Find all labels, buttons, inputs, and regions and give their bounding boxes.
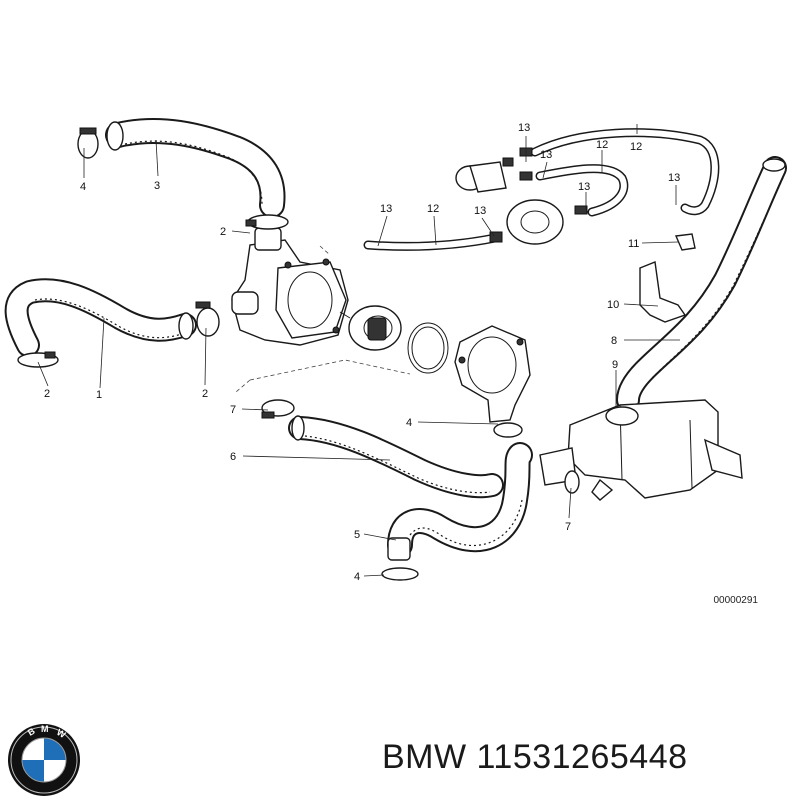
water-pump-housing: [231, 227, 349, 346]
hose-12-lower: [363, 233, 500, 251]
callout-7: 7: [230, 404, 236, 416]
hose-5: [387, 442, 533, 561]
callout-6: 6: [230, 451, 236, 463]
callout-8: 8: [611, 335, 617, 347]
callout-4: 4: [80, 181, 86, 193]
callout-2: 2: [220, 226, 226, 238]
clip-11: [674, 233, 696, 251]
thermostat: [339, 305, 402, 351]
callout-12: 12: [596, 139, 608, 151]
hose-12-middle: [535, 164, 629, 217]
bmw-roundel-icon: B M W: [8, 724, 80, 796]
hose-6: [288, 415, 504, 499]
o-ring: [407, 322, 449, 374]
hose-12-top: [530, 128, 720, 216]
thermostat-cover: [454, 325, 531, 423]
hose-8: [616, 156, 787, 412]
leader-lines: [37, 124, 680, 577]
assembly-line: [249, 359, 411, 381]
callout-1: 1: [96, 389, 102, 401]
part-number-caption: BMW 11531265448: [382, 738, 688, 776]
callout-13: 13: [578, 181, 590, 193]
svg-text:M: M: [41, 724, 49, 734]
callout-7: 7: [565, 521, 571, 533]
svg-text:B: B: [26, 726, 37, 738]
callout-2: 2: [202, 388, 208, 400]
callout-5: 5: [354, 529, 360, 541]
expansion-tank: [539, 399, 743, 501]
callout-12: 12: [427, 203, 439, 215]
vacuum-actuator: [455, 147, 533, 193]
callouts: 4 3 2 2 1 2 7 6 5 4 4 13 12 13 13 12 13 …: [44, 122, 680, 583]
callout-9: 9: [612, 359, 618, 371]
hose-3: [105, 117, 286, 218]
callout-13: 13: [474, 205, 486, 217]
hose-clamps: [17, 127, 639, 581]
assembly-line: [319, 245, 331, 256]
callout-10: 10: [607, 299, 619, 311]
assembly-line: [235, 379, 251, 393]
callout-13: 13: [518, 122, 530, 134]
callout-4: 4: [406, 417, 412, 429]
control-valve: [489, 199, 588, 245]
callout-3: 3: [154, 180, 160, 192]
callout-13: 13: [668, 172, 680, 184]
bracket-10: [639, 261, 687, 323]
callout-13: 13: [540, 149, 552, 161]
callout-4: 4: [354, 571, 360, 583]
callout-11: 11: [628, 238, 639, 250]
callout-12: 12: [630, 141, 642, 153]
diagram-id: 00000291: [713, 595, 759, 606]
callout-13: 13: [380, 203, 392, 215]
hose-1: [4, 278, 197, 357]
callout-2: 2: [44, 388, 50, 400]
